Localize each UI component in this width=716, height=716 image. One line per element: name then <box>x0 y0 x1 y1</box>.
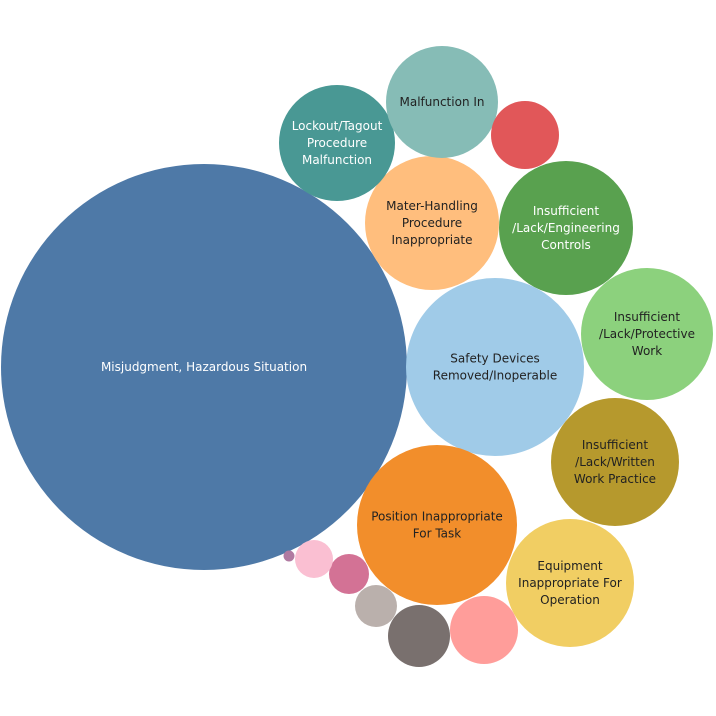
bubble-label: Insufficient <box>582 438 649 452</box>
bubble-label: Misjudgment, Hazardous Situation <box>101 360 307 374</box>
bubble-label: Insufficient <box>614 310 681 324</box>
bubble-label: Mater-Handling <box>386 199 478 213</box>
bubble[interactable] <box>450 596 518 664</box>
bubble-circle[interactable] <box>295 540 333 578</box>
bubble[interactable] <box>491 101 559 169</box>
bubble-circle[interactable] <box>355 585 397 627</box>
bubble[interactable]: Malfunction In <box>386 46 498 158</box>
bubble-circle[interactable] <box>365 156 499 290</box>
bubble-circle[interactable] <box>357 445 517 605</box>
bubble-circle[interactable] <box>450 596 518 664</box>
bubble-circle[interactable] <box>329 554 369 594</box>
bubble[interactable] <box>388 605 450 667</box>
bubble-label: Operation <box>540 593 600 607</box>
bubble-label: /Lack/Engineering <box>512 221 620 235</box>
bubble-label: Work <box>632 344 662 358</box>
bubble-circle[interactable] <box>388 605 450 667</box>
bubble-label: Procedure <box>402 216 462 230</box>
bubble[interactable] <box>329 554 369 594</box>
bubble-label: Insufficient <box>533 204 600 218</box>
bubble-label: Safety Devices <box>450 352 540 366</box>
bubble-circle[interactable] <box>386 46 498 158</box>
bubble-circle[interactable] <box>499 161 633 295</box>
bubble-label: For Task <box>413 527 462 541</box>
bubble-label: Inappropriate For <box>518 576 622 590</box>
bubble-label: /Lack/Protective <box>599 327 695 341</box>
bubble-label: Malfunction <box>302 153 372 167</box>
bubble-circle[interactable] <box>1 164 407 570</box>
bubble-circle[interactable] <box>491 101 559 169</box>
bubble-label: Malfunction In <box>399 95 484 109</box>
bubble-label: Controls <box>541 238 591 252</box>
bubble-circle[interactable] <box>551 398 679 526</box>
bubble-circle[interactable] <box>581 268 713 400</box>
bubble[interactable]: Misjudgment, Hazardous Situation <box>1 164 407 570</box>
bubble-label: /Lack/Written <box>575 455 655 469</box>
bubble[interactable] <box>355 585 397 627</box>
bubble[interactable] <box>283 550 295 562</box>
bubble[interactable] <box>295 540 333 578</box>
bubble-label: Lockout/Tagout <box>292 119 383 133</box>
bubble-label: Position Inappropriate <box>371 510 503 524</box>
bubble-circle[interactable] <box>406 278 584 456</box>
bubble-label: Equipment <box>537 559 602 573</box>
bubble-label: Removed/Inoperable <box>433 369 557 383</box>
bubble-circle[interactable] <box>283 550 295 562</box>
bubble-circle[interactable] <box>506 519 634 647</box>
bubble-label: Procedure <box>307 136 367 150</box>
bubble-label: Work Practice <box>574 472 656 486</box>
bubble-label: Inappropriate <box>391 233 472 247</box>
bubble-circle[interactable] <box>279 85 395 201</box>
